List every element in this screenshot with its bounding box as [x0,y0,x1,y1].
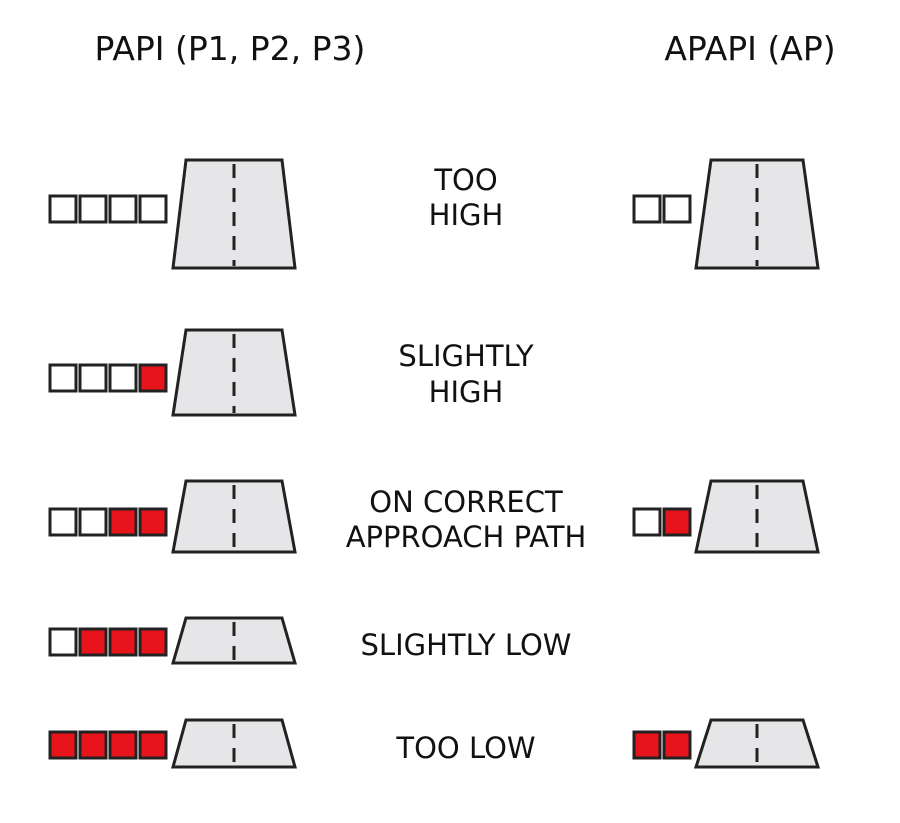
papi-runway [171,479,297,554]
red-light [662,730,692,760]
red-light [108,730,138,760]
red-light [138,363,168,393]
indication-label: ON CORRECT [369,485,563,519]
papi-runway [171,328,297,417]
papi-runway [171,616,297,665]
indication-label: APPROACH PATH [346,520,587,554]
apapi-lights [632,507,692,537]
runway-outline [171,718,297,769]
red-light [48,730,78,760]
apapi-runway [693,718,821,769]
indication-label: TOO [433,163,497,197]
red-light [138,627,168,657]
indication-label: SLIGHTLY LOW [361,628,572,662]
white-light [108,363,138,393]
red-light [138,730,168,760]
white-light [48,627,78,657]
runway-outline [693,718,821,769]
white-light [632,194,662,224]
white-light [138,194,168,224]
white-light [632,507,662,537]
apapi-lights [632,730,692,760]
apapi-title: APAPI (AP) [664,29,835,68]
papi-lights [48,194,168,224]
red-light [108,627,138,657]
papi-runway [171,158,297,270]
papi-lights [48,507,168,537]
red-light [78,627,108,657]
papi-title: PAPI (P1, P2, P3) [95,29,366,68]
runway-outline [171,616,297,665]
white-light [78,363,108,393]
white-light [48,363,78,393]
indication-label: HIGH [429,198,504,232]
indication-label: TOO LOW [395,731,535,765]
papi-runway [171,718,297,769]
white-light [662,194,692,224]
runway-outline [171,328,297,417]
red-light [632,730,662,760]
red-light [662,507,692,537]
white-light [78,194,108,224]
apapi-runway [694,158,820,270]
indication-label: SLIGHTLY [398,339,533,373]
apapi-runway [694,479,820,554]
white-light [48,194,78,224]
white-light [78,507,108,537]
white-light [48,507,78,537]
papi-lights [48,363,168,393]
red-light [108,507,138,537]
indication-label: HIGH [429,375,504,409]
papi-lights [48,730,168,760]
red-light [78,730,108,760]
papi-lights [48,627,168,657]
apapi-lights [632,194,692,224]
white-light [108,194,138,224]
red-light [138,507,168,537]
